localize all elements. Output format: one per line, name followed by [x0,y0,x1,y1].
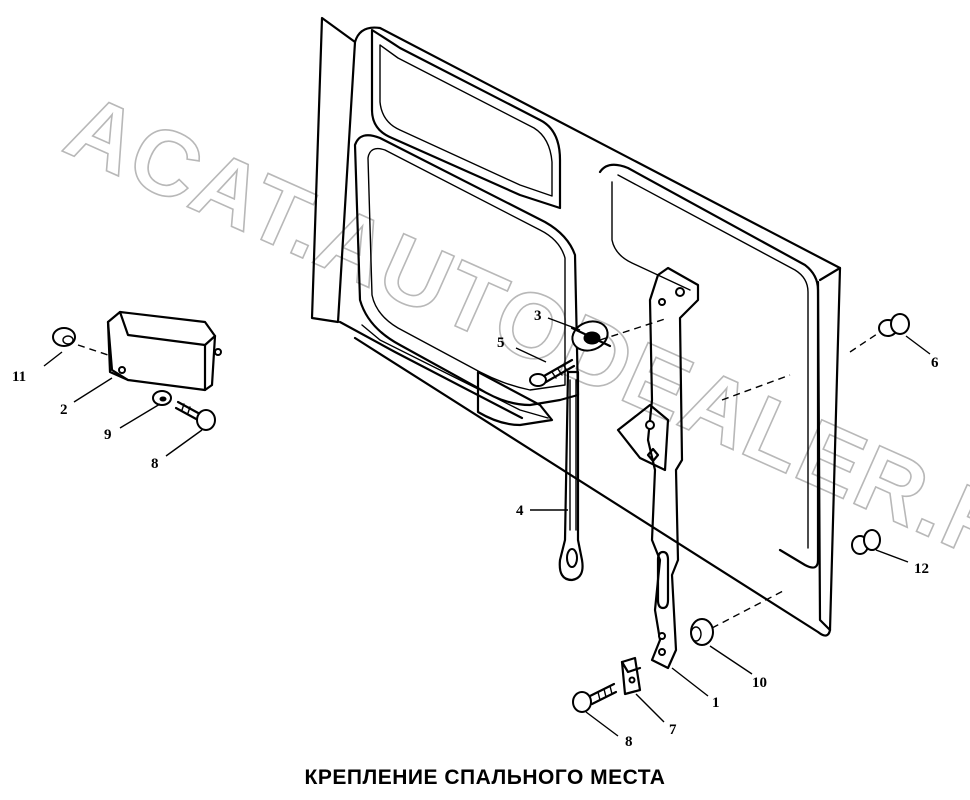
nut-part-11 [52,327,76,347]
callout-5: 5 [497,335,505,351]
callout-9: 9 [104,427,112,443]
strap-part-4 [558,370,584,582]
bolt-part-8-left [174,400,216,431]
callout-1: 1 [712,695,720,711]
bolt-part-8-bottom [572,682,618,713]
spacer-part-10 [690,618,714,646]
callout-8-bottom: 8 [625,734,633,750]
bolt-part-5 [529,358,576,387]
callout-3: 3 [534,308,542,324]
callout-11: 11 [12,369,26,385]
callout-2: 2 [60,402,68,418]
leader-lines [43,317,931,737]
callout-10: 10 [752,675,767,691]
callout-7: 7 [669,722,677,738]
callout-labels: 1 2 3 4 5 6 7 8 8 9 10 11 12 [12,308,939,750]
callout-4: 4 [516,503,524,519]
callout-6: 6 [931,355,939,371]
nut-part-12 [851,529,881,555]
bracket-part-2 [106,310,222,392]
callout-12: 12 [914,561,929,577]
callout-8-left: 8 [151,456,159,472]
nut-part-6 [878,313,910,337]
clip-part-3 [570,320,612,352]
cab-rear-panel [310,16,842,637]
washer-part-9 [152,390,172,406]
assembly-lines [77,317,881,629]
bracket-part-1 [616,266,700,670]
plate-part-7 [620,656,642,696]
diagram-caption: КРЕПЛЕНИЕ СПАЛЬНОГО МЕСТА [304,766,666,789]
